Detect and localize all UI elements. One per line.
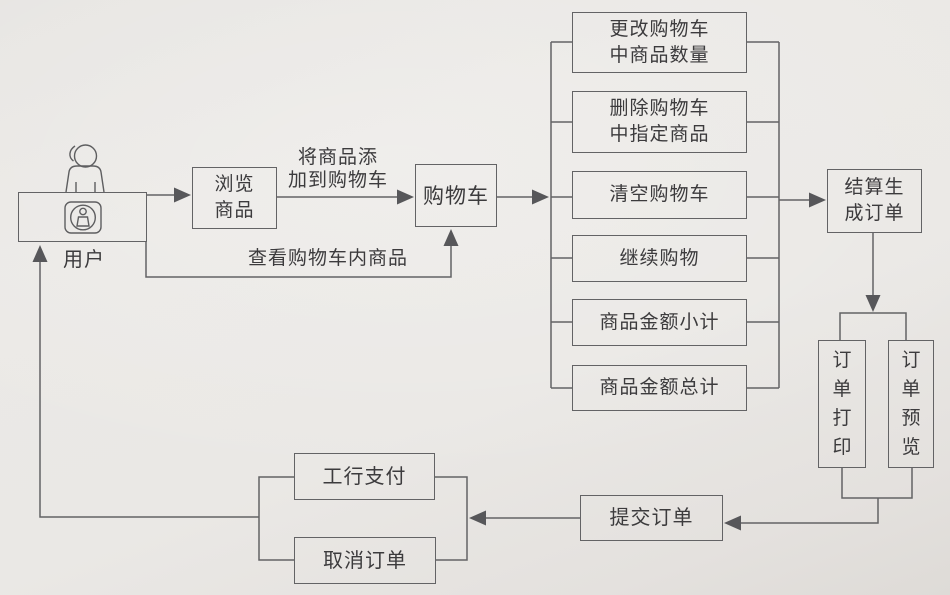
user-info-icon (64, 201, 102, 234)
node-browse-products: 浏览 商品 (192, 167, 277, 229)
node-submit-order: 提交订单 (580, 495, 723, 541)
edge-user-to-cart-view (145, 229, 459, 278)
node-continue-shopping: 继续购物 (572, 235, 747, 282)
node-cancel-order: 取消订单 (294, 537, 436, 584)
node-icbc-payment: 工行支付 (294, 453, 435, 500)
edge-browse-to-cart (277, 189, 414, 205)
operations-right-rail (747, 41, 780, 389)
node-checkout-generate-order: 结算生 成订单 (827, 169, 922, 233)
edge-user-to-browse (147, 187, 191, 203)
edge-submit-to-payment (435, 476, 580, 561)
label-view-cart-items: 查看购物车内商品 (247, 248, 408, 269)
node-user-label: 用户 (63, 249, 105, 271)
node-order-preview: 订单预览 (888, 340, 934, 468)
node-order-print: 订单打印 (818, 340, 866, 468)
node-change-quantity: 更改购物车 中商品数量 (572, 12, 747, 73)
node-shopping-cart: 购物车 (415, 164, 497, 227)
node-subtotal: 商品金额小计 (572, 299, 747, 346)
edge-orders-to-submit (724, 468, 913, 531)
edge-cart-to-operations (497, 189, 549, 205)
node-user-box (18, 192, 147, 242)
node-delete-item: 删除购物车 中指定商品 (572, 91, 747, 153)
edge-checkout-to-orders (839, 233, 907, 340)
edge-operations-to-checkout (779, 192, 826, 208)
label-add-to-cart: 将商品添 加到购物车 (287, 147, 388, 191)
node-grand-total: 商品金额总计 (572, 365, 747, 411)
person-icon (65, 144, 105, 193)
payment-left-bracket (258, 476, 294, 561)
node-clear-cart: 清空购物车 (572, 171, 747, 219)
edge-payment-to-user (32, 245, 259, 518)
operations-left-rail (550, 41, 572, 389)
